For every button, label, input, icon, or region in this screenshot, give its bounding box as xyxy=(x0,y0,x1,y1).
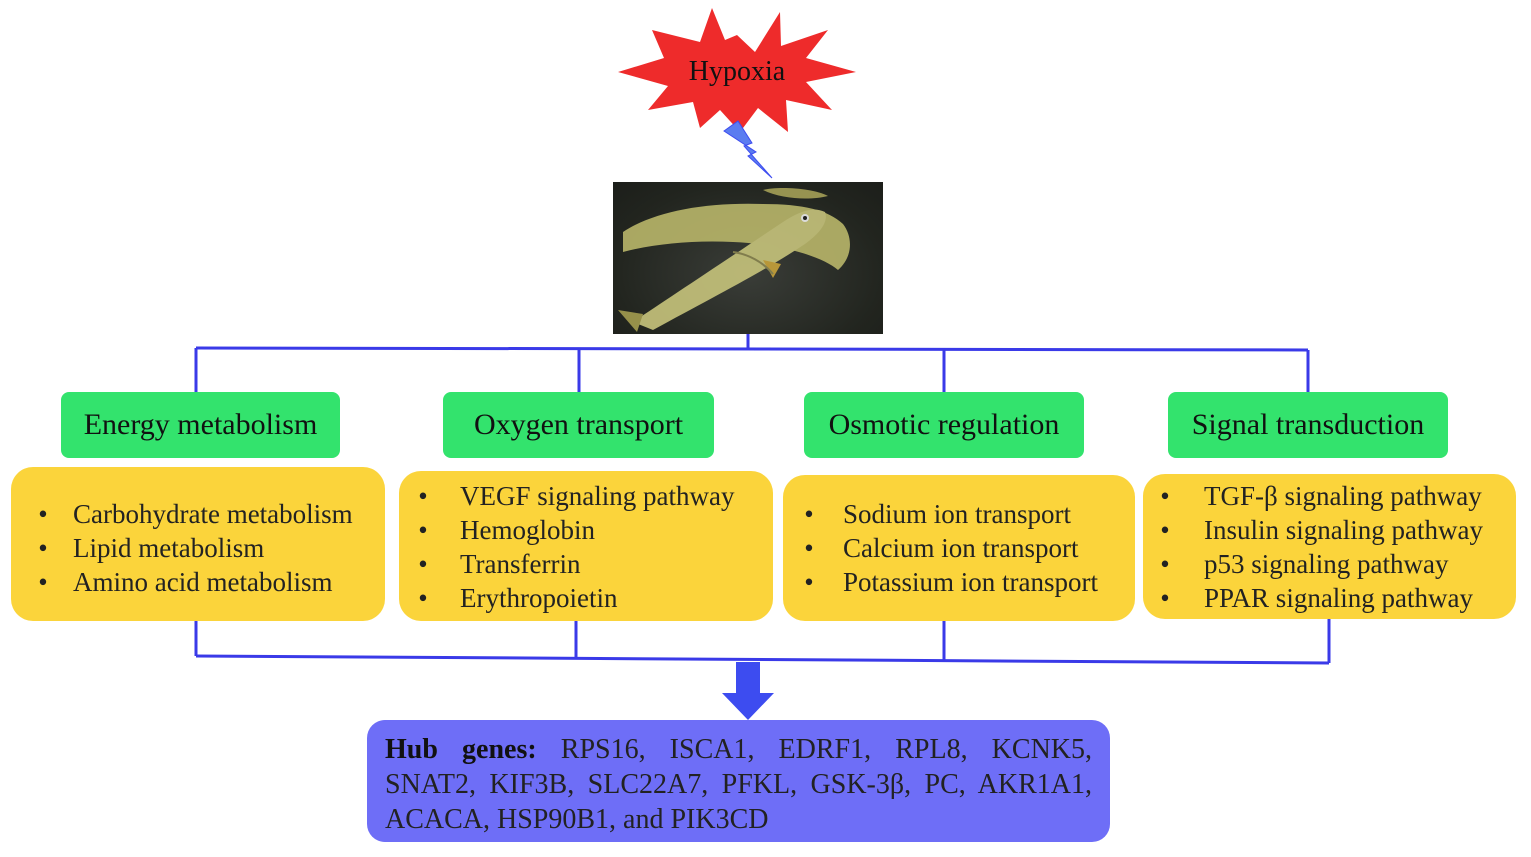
list-item: •Insulin signaling pathway xyxy=(1160,515,1483,545)
energy-metabolism-items: •Carbohydrate metabolism •Lipid metaboli… xyxy=(11,467,385,621)
list-item: •Calcium ion transport xyxy=(804,533,1079,563)
category-osmotic-regulation: Osmotic regulation xyxy=(804,392,1084,458)
oxygen-transport-items: •VEGF signaling pathway •Hemoglobin •Tra… xyxy=(399,471,773,621)
list-item: •VEGF signaling pathway xyxy=(418,481,735,511)
list-item: •Transferrin xyxy=(418,549,581,579)
hub-genes-box: Hub genes: RPS16, ISCA1, EDRF1, RPL8, KC… xyxy=(367,720,1110,842)
list-item: •Amino acid metabolism xyxy=(38,567,333,597)
list-item: •Lipid metabolism xyxy=(38,533,265,563)
hypoxia-starburst xyxy=(618,8,856,132)
list-item: •p53 signaling pathway xyxy=(1160,549,1449,579)
hub-genes-line-3: ACACA, HSP90B1, and PIK3CD xyxy=(385,804,769,835)
signal-transduction-items: •TGF-β signaling pathway •Insulin signal… xyxy=(1143,474,1516,619)
bottom-connectors xyxy=(194,619,1331,665)
lightning-bolt-icon xyxy=(723,120,773,179)
fish-illustration xyxy=(618,188,850,332)
top-connectors xyxy=(194,334,1310,392)
hub-genes-line-1: Hub genes: RPS16, ISCA1, EDRF1, RPL8, KC… xyxy=(385,734,1093,765)
hub-genes-label: Hub genes: xyxy=(385,734,537,765)
fish-photo xyxy=(613,182,883,334)
hypoxia-label: Hypoxia xyxy=(688,56,786,87)
list-item: •Hemoglobin xyxy=(418,515,595,545)
list-item: •Potassium ion transport xyxy=(804,567,1098,597)
list-item: •TGF-β signaling pathway xyxy=(1160,481,1482,511)
category-energy-metabolism: Energy metabolism xyxy=(61,392,340,458)
category-signal-transduction: Signal transduction xyxy=(1168,392,1448,458)
osmotic-regulation-items: •Sodium ion transport •Calcium ion trans… xyxy=(783,475,1135,621)
hub-genes-line-2: SNAT2, KIF3B, SLC22A7, PFKL, GSK-3β, PC,… xyxy=(385,769,1092,800)
list-item: •Erythropoietin xyxy=(418,583,618,613)
list-item: •Carbohydrate metabolism xyxy=(38,499,353,529)
category-oxygen-transport: Oxygen transport xyxy=(443,392,714,458)
list-item: •Sodium ion transport xyxy=(804,499,1071,529)
list-item: •PPAR signaling pathway xyxy=(1160,583,1474,613)
down-arrow-icon xyxy=(722,662,774,720)
